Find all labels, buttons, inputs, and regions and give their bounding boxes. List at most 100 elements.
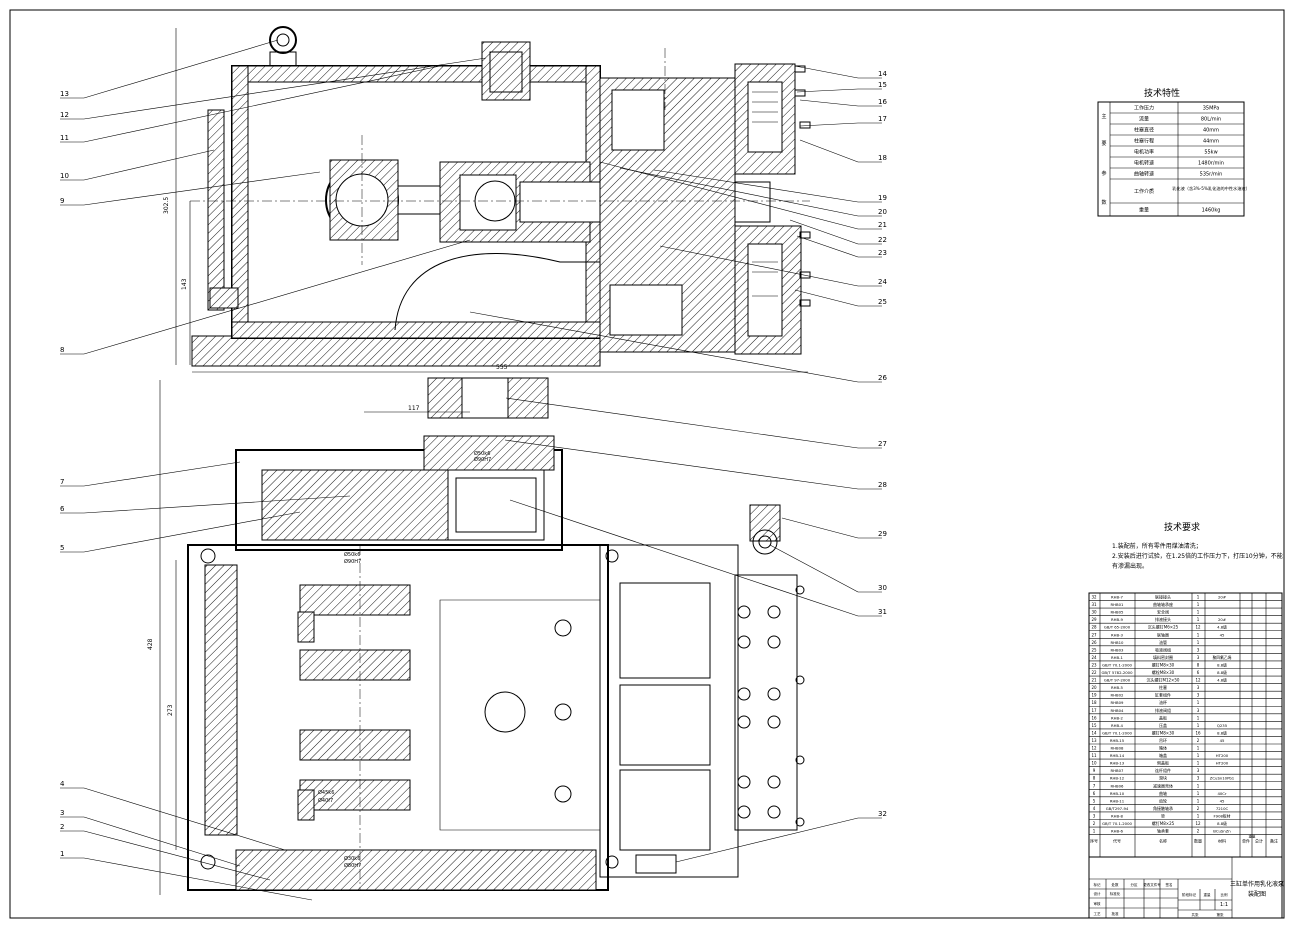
spec-value: 35MPa	[1203, 106, 1220, 112]
bom-cell-code: RHB09	[1111, 700, 1125, 705]
bom-cell-code: RHB-2	[1111, 715, 1123, 720]
leader-line	[794, 65, 859, 79]
bom-cell-material: F908板材	[1213, 813, 1230, 818]
bom-cell-code: RHB-12	[1110, 776, 1125, 781]
bom-cell-name: 连杆组件	[1155, 767, 1171, 773]
bom-cell-no: 11	[1091, 753, 1097, 758]
requirements-title: 技术要求	[1164, 521, 1200, 533]
bom-cell-no: 9	[1093, 768, 1096, 773]
bom-cell-qty: 16	[1195, 730, 1201, 735]
drawing-frame	[9, 9, 1285, 919]
bom-cell-code: GB/T 70.1-2000	[1102, 730, 1132, 735]
bom-cell-name: 轴承套	[1157, 828, 1169, 834]
spec-value: 80L/min	[1201, 117, 1221, 123]
leader-line	[83, 461, 241, 487]
bom-cell-no: 2	[1093, 821, 1096, 826]
bom-cell-code: RHB-8	[1111, 813, 1123, 818]
bom-cell-qty: 1	[1197, 610, 1200, 615]
bom-cell-qty: 1	[1197, 723, 1200, 728]
bottom-plan-view: 428 273 117 Ø50k6 Ø90H7 Ø50k6 Ø90H7 Ø30k…	[147, 377, 805, 895]
bom-cell-name: 填料密封圈	[1153, 654, 1173, 660]
bom-cell-qty: 12	[1195, 678, 1201, 683]
part-balloon: 7	[60, 478, 64, 486]
bom-cell-name: 角接触轴承	[1153, 805, 1173, 811]
bom-cell-material: 45	[1220, 798, 1225, 803]
leader-line	[781, 517, 859, 539]
bom-cell-name: 联轴器	[1157, 631, 1169, 637]
bom-cell-no: 28	[1091, 625, 1097, 630]
bom-cell-name: 排液接头	[1155, 616, 1171, 622]
fit-label: Ø50k6	[344, 551, 360, 558]
bom-cell-material: BCuSnZn	[1213, 829, 1231, 834]
manifold-flange	[734, 574, 798, 831]
bom-cell-code: RHB-10	[1110, 791, 1125, 796]
spec-name: 重量	[1139, 207, 1149, 214]
bom-cell-no: 7	[1093, 783, 1096, 788]
bom-cell-name: 侧盖板	[1157, 760, 1169, 766]
title-block-label: 阶段标记	[1182, 892, 1197, 897]
part-balloon: 11	[60, 134, 69, 142]
bom-header-cell: 材料	[1218, 838, 1226, 844]
bom-cell-material: 45	[1220, 738, 1225, 743]
spec-value: 乳化液（含3%-5%乳化油的中性水溶液）	[1172, 185, 1250, 192]
title-block-label: 标记	[1094, 882, 1102, 887]
leader-line	[83, 857, 313, 901]
bom-cell-qty: 3	[1197, 776, 1200, 781]
part-balloon: 4	[60, 780, 65, 788]
dim-273: 273	[167, 704, 174, 716]
bom-cell-code: RHB01	[1111, 602, 1125, 607]
leader-line	[796, 88, 859, 93]
leader-line	[83, 495, 351, 514]
bom-cell-material: Q235	[1217, 723, 1228, 728]
bom-cell-qty: 1	[1197, 602, 1200, 607]
bom-cell-code: GB/T 5782-2000	[1101, 670, 1133, 675]
part-balloon: 32	[878, 810, 887, 818]
bom-cell-no: 5	[1093, 798, 1096, 803]
bom-cell-name: 垫	[1161, 812, 1165, 818]
bom-cell-no: 10	[1091, 761, 1097, 766]
part-balloon: 3	[60, 809, 64, 817]
bom-cell-qty: 3	[1197, 768, 1200, 773]
bom-cell-qty: 1	[1197, 753, 1200, 758]
leader-line	[509, 499, 859, 617]
spec-name: 电机功率	[1134, 149, 1154, 156]
bom-cell-no: 22	[1091, 670, 1097, 675]
bom-cell-name: 螺钉M8×25	[1152, 820, 1175, 826]
part-balloon: 21	[878, 221, 887, 229]
part-balloon: 1	[60, 850, 64, 858]
leader-line	[83, 239, 471, 355]
bom-cell-qty: 6	[1197, 670, 1200, 675]
bom-cell-code: RHB-3	[1111, 632, 1123, 637]
bom-cell-name: 滑块	[1159, 775, 1167, 781]
title-block-label: 重量	[1204, 892, 1212, 897]
fit-label: Ø40f7	[318, 797, 333, 804]
bom-cell-material: 8.8级	[1217, 730, 1227, 735]
bom-cell-material: 40Cr	[1217, 791, 1226, 796]
bom-cell-material: 7210C	[1216, 806, 1229, 811]
leader-lines: 1234567891011121314151617181920212223242…	[60, 39, 887, 901]
title-block-label: 审核	[1094, 901, 1102, 906]
bom-cell-name: 压盖	[1159, 722, 1167, 728]
leader-line	[799, 139, 859, 163]
fit-label: Ø90H7	[474, 456, 491, 463]
spec-value: 1460kg	[1202, 208, 1221, 214]
bom-cell-no: 26	[1091, 640, 1097, 645]
leader-line	[799, 122, 859, 127]
bom-cell-name: 螺钉M8×30	[1152, 729, 1175, 735]
bom-cell-qty: 3	[1197, 647, 1200, 652]
spec-name: 柱塞行程	[1134, 138, 1154, 145]
bom-cell-name: 螺栓M8×30	[1152, 669, 1175, 675]
bom-cell-qty: 1	[1197, 761, 1200, 766]
bom-cell-material: 8.8级	[1217, 670, 1227, 675]
side-cover	[207, 109, 225, 311]
bom-cell-qty: 1	[1197, 617, 1200, 622]
bom-cell-code: RHB-11	[1110, 798, 1125, 803]
bom-cell-code: RHB02	[1111, 693, 1125, 698]
spec-value: 535r/min	[1200, 172, 1223, 178]
bom-cell-qty: 1	[1197, 791, 1200, 796]
bom-cell-qty: 1	[1197, 813, 1200, 818]
bom-cell-name: 箱体	[1159, 745, 1167, 751]
drawing-subtitle: 装配图	[1248, 890, 1266, 898]
oil-cup	[481, 41, 531, 101]
